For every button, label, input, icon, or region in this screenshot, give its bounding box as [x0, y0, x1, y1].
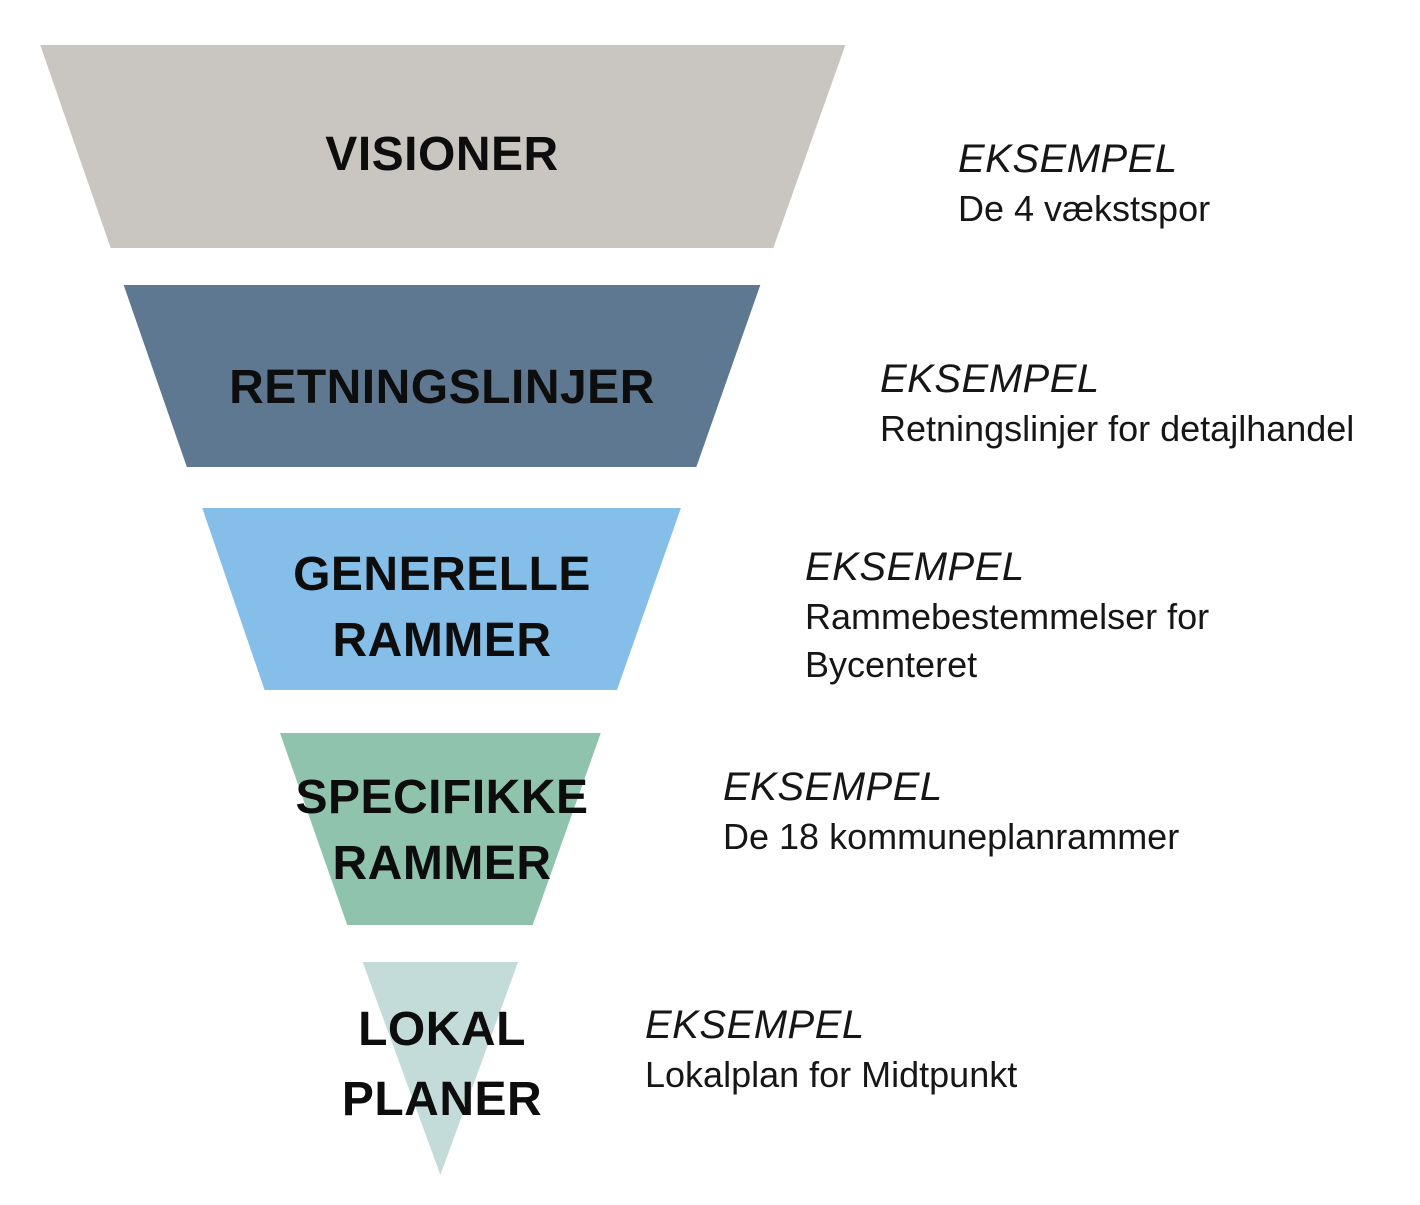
funnel-label-line: LOKAL	[358, 1003, 526, 1056]
funnel-label-generelle-rammer: GENERELLE RAMMER	[37, 542, 847, 674]
example-block-visioner: EKSEMPEL De 4 vækstspor	[958, 133, 1210, 233]
example-block-retningslinjer: EKSEMPEL Retningslinjer for detajlhandel	[880, 353, 1354, 453]
example-block-specifikke-rammer: EKSEMPEL De 18 kommuneplanrammer	[723, 761, 1179, 861]
example-heading: EKSEMPEL	[723, 765, 943, 809]
example-text: De 4 vækstspor	[958, 188, 1211, 229]
funnel-label-line: RAMMER	[332, 614, 552, 667]
example-text: Lokalplan for Midtpunkt	[645, 1054, 1018, 1095]
example-text: Bycenteret	[805, 644, 978, 685]
funnel-label-specifikke-rammer: SPECIFIKKE RAMMER	[37, 765, 847, 897]
funnel-label-line: VISIONER	[325, 128, 559, 181]
funnel-label-line: PLANER	[341, 1073, 543, 1126]
funnel-label-visioner: VISIONER	[37, 122, 847, 188]
funnel: VISIONER RETNINGSLINJER GENERELLE RAMMER…	[37, 45, 847, 1175]
funnel-label-line: SPECIFIKKE	[295, 771, 589, 824]
example-text: De 18 kommuneplanrammer	[723, 816, 1180, 857]
funnel-label-lokalplaner: LOKAL PLANER	[37, 995, 847, 1135]
example-block-generelle-rammer: EKSEMPEL Rammebestemmelser for Bycentere…	[805, 541, 1209, 689]
funnel-label-line: GENERELLE	[293, 548, 591, 601]
funnel-label-line: RETNINGSLINJER	[229, 361, 655, 414]
example-text: Retningslinjer for detajlhandel	[880, 408, 1355, 449]
funnel-level-visioner-shape	[40, 45, 846, 248]
funnel-label-retningslinjer: RETNINGSLINJER	[37, 355, 847, 421]
funnel-label-line: RAMMER	[332, 837, 552, 890]
funnel-level-retningslinjer-shape	[123, 285, 761, 467]
example-heading: EKSEMPEL	[958, 137, 1178, 181]
example-heading: EKSEMPEL	[805, 545, 1025, 589]
example-heading: EKSEMPEL	[645, 1003, 865, 1047]
example-text: Rammebestemmelser for	[805, 596, 1210, 637]
example-block-lokalplaner: EKSEMPEL Lokalplan for Midtpunkt	[645, 999, 1017, 1099]
example-heading: EKSEMPEL	[880, 357, 1100, 401]
funnel-level-generelle-rammer-shape	[202, 508, 681, 690]
